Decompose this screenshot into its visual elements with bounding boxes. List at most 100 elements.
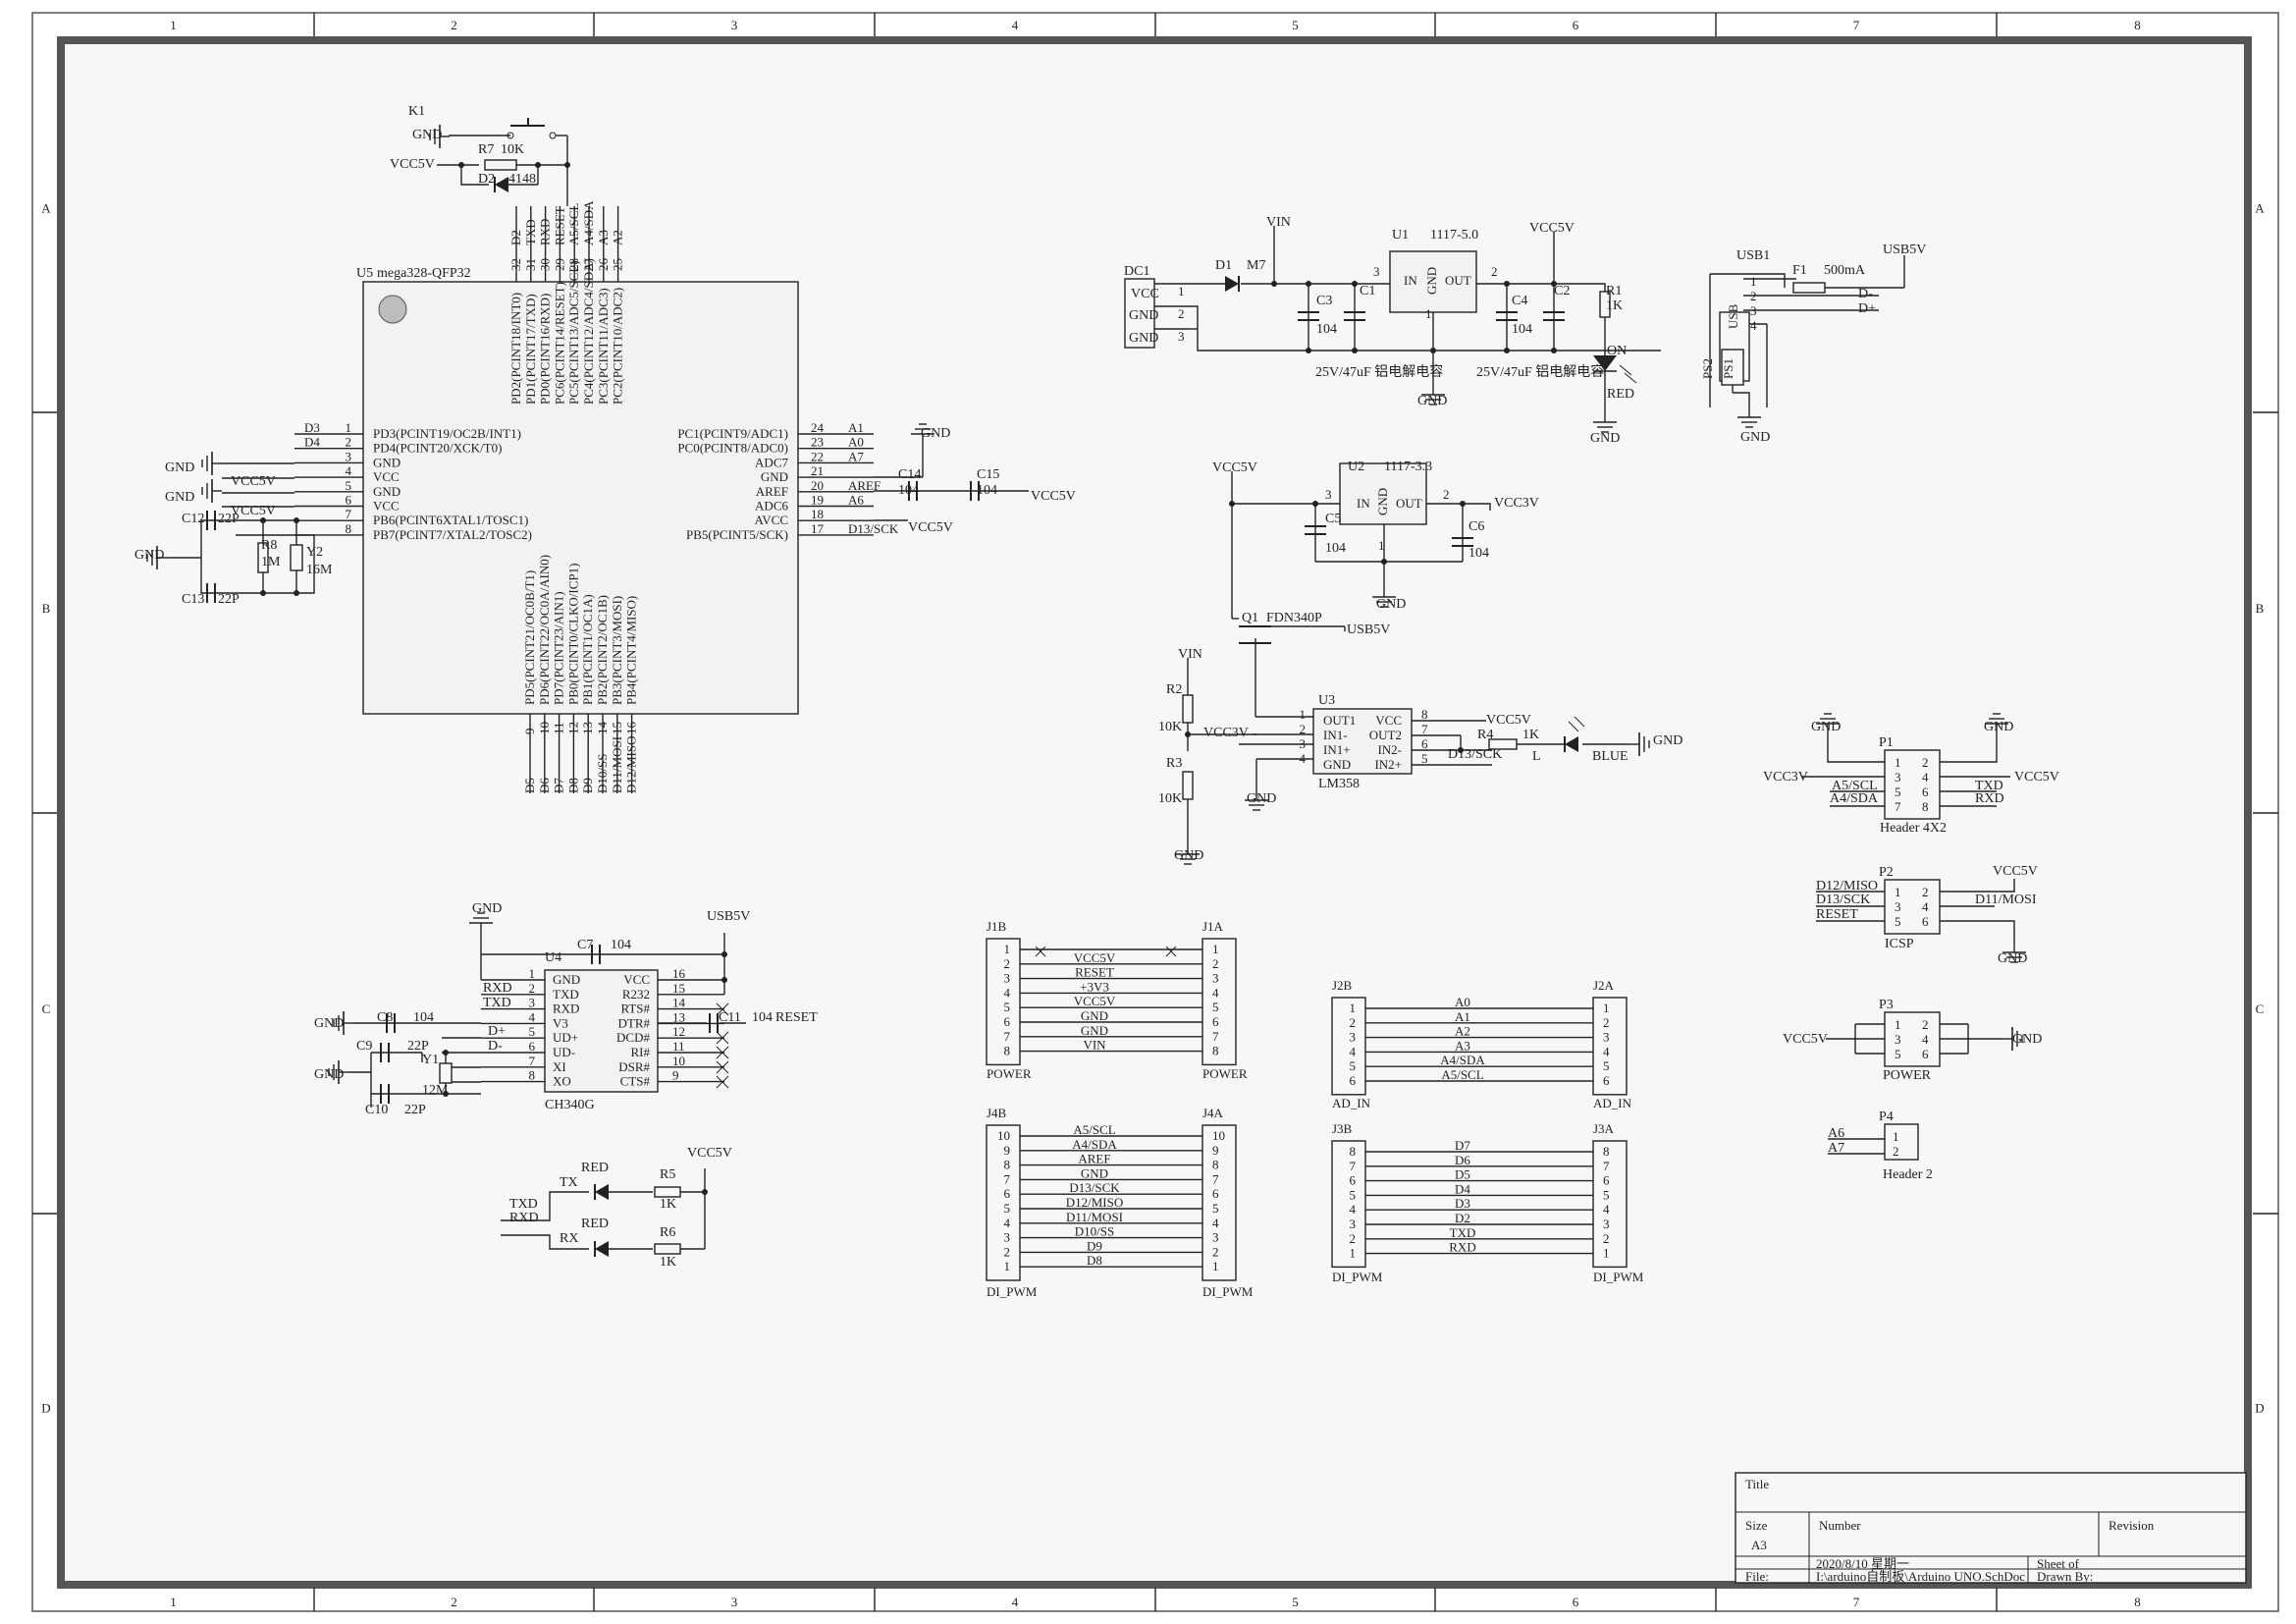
component-label: D+ [488, 1024, 506, 1039]
pin-number: 6 [1922, 1047, 1929, 1061]
header-p4 [1884, 1123, 1919, 1161]
component-label: VIN [1266, 215, 1291, 230]
mcu-pin-name: PC6(PCINT14/RESET) [552, 282, 566, 405]
crystal-y1 [439, 1062, 453, 1084]
component-label: P4 [1879, 1110, 1894, 1124]
pin-number: 2 [1350, 1231, 1357, 1246]
pin-number: 2 [1350, 1015, 1357, 1030]
mcu-top-net: D2 [508, 230, 523, 245]
pin-number: 5 [1004, 1201, 1011, 1216]
tb-number-label: Number [1819, 1518, 1861, 1533]
component-label: 104 [898, 483, 919, 498]
resistor-body [1488, 738, 1518, 750]
component-label: R8 [261, 538, 277, 553]
pin-number: 1 [1212, 942, 1219, 956]
component-label: D+ [1858, 301, 1876, 316]
pin-number: 10 [997, 1128, 1010, 1143]
pin-number: 1 [1300, 707, 1307, 722]
pin-number: 10 [1212, 1128, 1225, 1143]
header-p3 [1884, 1011, 1941, 1067]
j2-net: A1 [1455, 1009, 1470, 1024]
pin-number: 3 [1603, 1030, 1610, 1045]
j2b-designator: J2B [1332, 978, 1353, 993]
no-connect [716, 1060, 729, 1074]
mcu-pin-number: 2 [346, 435, 352, 450]
pin-number: 2 [1750, 289, 1757, 303]
component-label: USB1 [1736, 248, 1770, 263]
pin-number: 3 [1350, 1030, 1357, 1045]
resistor-body [654, 1243, 681, 1255]
pin-number: 1 [1378, 538, 1385, 553]
grid-col-bottom: 4 [1012, 1595, 1019, 1609]
pin-number: 7 [1350, 1159, 1357, 1173]
mcu-pin-number: 15 [610, 722, 624, 734]
pin-number: 2 [1300, 722, 1307, 736]
j3b-designator: J3B [1332, 1121, 1353, 1136]
mcu-pin-number: 25 [611, 258, 625, 271]
pin-number: 10 [672, 1054, 685, 1068]
pin-number: 4 [1004, 1216, 1011, 1230]
tb-drawn: Drawn By: [2037, 1569, 2093, 1584]
mcu-pin-name: ADC7 [755, 455, 788, 469]
gnd-symbol [1176, 844, 1200, 865]
pin-number: 2 [1922, 755, 1929, 770]
pin-name: IN [1357, 496, 1370, 511]
pin-number: 2 [1178, 306, 1185, 321]
tb-file: I:\arduino自制板\Arduino UNO.SchDoc [1816, 1569, 2025, 1584]
mcu-pin-name: PB3(PCINT3/MOSI) [610, 596, 624, 705]
pin-number: 2 [1004, 956, 1011, 971]
mcu-pin-number: 3 [346, 449, 352, 463]
pin-number: 1 [1212, 1259, 1219, 1273]
pin-number: 5 [1603, 1187, 1610, 1202]
pin-number: 5 [529, 1024, 536, 1039]
mcu-pin-number: 10 [537, 722, 552, 734]
component-label: 25V/47uF 铝电解电容 [1476, 363, 1604, 380]
component-label: GND [165, 460, 194, 475]
pin-number: 3 [1178, 329, 1185, 344]
j2b-name: AD_IN [1332, 1096, 1371, 1110]
j4-net: D13/SCK [1069, 1180, 1120, 1195]
j4b-designator: J4B [987, 1106, 1007, 1120]
j3-right-body [1592, 1140, 1628, 1269]
pin-number: 3 [1895, 1032, 1901, 1047]
mcu-pin-number: 29 [552, 258, 566, 271]
led-ray [1624, 372, 1637, 384]
component-label: GND [314, 1016, 344, 1031]
mcu-pin-name: PD4(PCINT20/XCK/T0) [373, 441, 502, 456]
pin-name: TXD [553, 987, 579, 1001]
pin-number: 7 [1212, 1171, 1219, 1186]
j2-net: A2 [1455, 1024, 1470, 1039]
component-label: RESET [775, 1010, 818, 1025]
mcu-pin-name: PC0(PCINT8/ADC0) [677, 441, 788, 456]
pin-name: RXD [553, 1001, 579, 1016]
component-label: R7 [478, 142, 494, 157]
led-triangle [495, 177, 508, 192]
mcu-pin-name: ADC6 [755, 499, 788, 514]
component-label: RXD [483, 981, 512, 996]
pin-number: 4 [1603, 1044, 1610, 1058]
pin-number: 7 [1004, 1171, 1011, 1186]
mcu-pin-number: 24 [811, 420, 825, 435]
pin-number: 4 [1212, 985, 1219, 1000]
component-label: C3 [1316, 294, 1332, 308]
j1-net: GND [1081, 1008, 1108, 1023]
grid-row-right: B [2256, 601, 2265, 616]
mcu-pin-number: 31 [523, 258, 538, 271]
pin-number: 1 [1895, 755, 1901, 770]
pin-number: 4 [1350, 1202, 1357, 1217]
pin-number: 7 [1212, 1029, 1219, 1044]
pin-number: 8 [1212, 1158, 1219, 1172]
component-label: GND [1129, 308, 1158, 323]
j1-left-body [986, 938, 1021, 1066]
j1-net: RESET [1075, 965, 1114, 980]
component-label: M7 [1247, 258, 1265, 273]
mcu-pin-number: 27 [581, 258, 596, 272]
grid-col-top: 8 [2134, 18, 2141, 32]
pin-number: 1 [1350, 1001, 1357, 1015]
component-label: K1 [408, 104, 425, 119]
pin-name: VCC [623, 972, 650, 987]
mcu-pin-name: PB2(PCINT2/OC1B) [595, 595, 610, 705]
junction-dot [294, 517, 299, 523]
pin-number: 12 [672, 1024, 685, 1039]
